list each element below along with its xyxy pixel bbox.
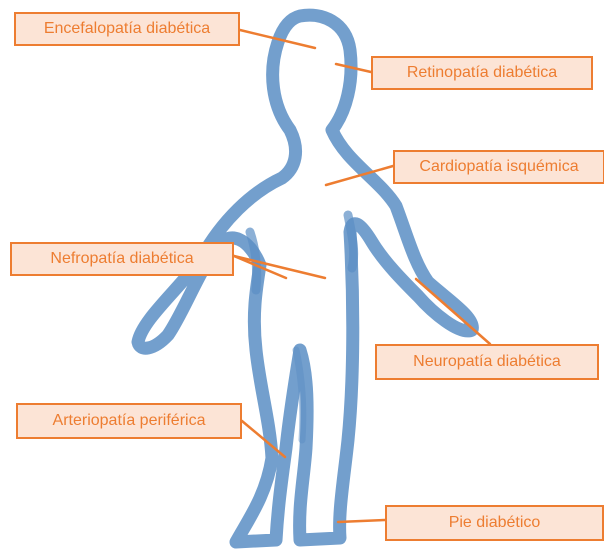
label-retinopatia-diabetica: Retinopatía diabética: [371, 56, 593, 90]
label-neuropatia-diabetica: Neuropatía diabética: [375, 344, 599, 380]
label-encefalopatia-diabetica: Encefalopatía diabética: [14, 12, 240, 46]
label-arteriopatia-periferica: Arteriopatía periférica: [16, 403, 242, 439]
label-pie-diabetico: Pie diabético: [385, 505, 604, 541]
label-nefropatia-diabetica: Nefropatía diabética: [10, 242, 234, 276]
body-outline: [138, 15, 472, 542]
label-cardiopatia-isquemica: Cardiopatía isquémica: [393, 150, 604, 184]
